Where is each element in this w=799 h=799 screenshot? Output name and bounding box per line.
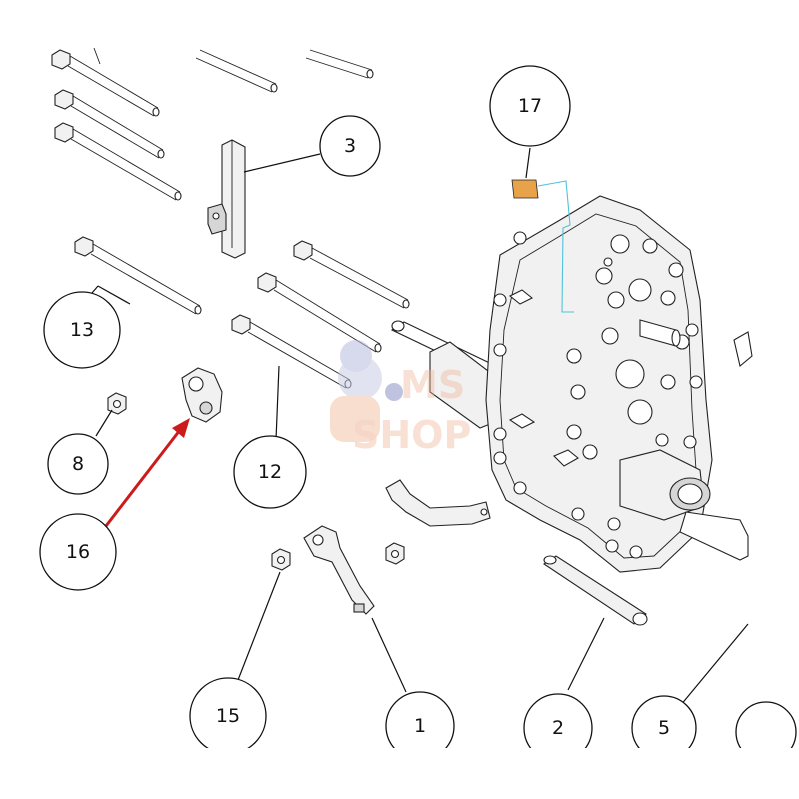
callout-1: 1 bbox=[385, 691, 455, 761]
svg-text:15: 15 bbox=[216, 705, 240, 727]
callout-17: 17 bbox=[489, 65, 571, 147]
svg-text:17: 17 bbox=[518, 95, 542, 117]
long-bolt bbox=[257, 272, 382, 353]
bolt-group-middle bbox=[74, 236, 410, 389]
watermark-text-line1: MS bbox=[400, 363, 465, 407]
curved-bracket bbox=[385, 479, 491, 527]
leader-lines bbox=[85, 147, 749, 707]
long-bolt bbox=[231, 314, 352, 389]
callout-3: 3 bbox=[319, 115, 381, 177]
long-bolt bbox=[51, 49, 160, 117]
bolt-group-top-left bbox=[51, 47, 374, 201]
bracket-part-3 bbox=[207, 139, 246, 259]
svg-text:16: 16 bbox=[66, 541, 90, 563]
callout-13: 13 bbox=[43, 291, 121, 369]
callout-5: 5 bbox=[631, 695, 697, 761]
mascot-logo-icon bbox=[330, 340, 403, 442]
svg-text:1: 1 bbox=[414, 715, 426, 737]
long-bolt bbox=[54, 122, 182, 201]
svg-text:12: 12 bbox=[258, 461, 282, 483]
callout-12: 12 bbox=[233, 435, 307, 509]
svg-text:5: 5 bbox=[658, 717, 670, 739]
gearbox-housing bbox=[390, 195, 753, 573]
callout-16: 16 bbox=[39, 513, 117, 591]
housing-bosses bbox=[493, 231, 703, 559]
svg-text:3: 3 bbox=[344, 135, 356, 157]
label-tag-part-17 bbox=[511, 179, 574, 313]
lever-part-16 bbox=[181, 367, 223, 423]
svg-text:8: 8 bbox=[72, 453, 84, 475]
nut bbox=[271, 548, 291, 571]
callout-15: 15 bbox=[189, 677, 267, 755]
callout-8: 8 bbox=[47, 433, 109, 495]
tube-part-2 bbox=[543, 555, 648, 626]
svg-text:2: 2 bbox=[552, 717, 564, 739]
long-bolt bbox=[293, 240, 410, 309]
nut bbox=[385, 542, 405, 565]
watermark-text-line2: SHOP bbox=[352, 413, 471, 457]
bottom-margin bbox=[0, 748, 799, 799]
shift-lever-part-1 bbox=[303, 525, 375, 615]
svg-text:13: 13 bbox=[70, 319, 94, 341]
long-bolt bbox=[74, 236, 202, 315]
nut bbox=[107, 392, 127, 415]
highlight-arrow bbox=[104, 418, 190, 527]
long-bolt bbox=[54, 89, 165, 159]
watermark: MS SHOP bbox=[330, 340, 471, 457]
